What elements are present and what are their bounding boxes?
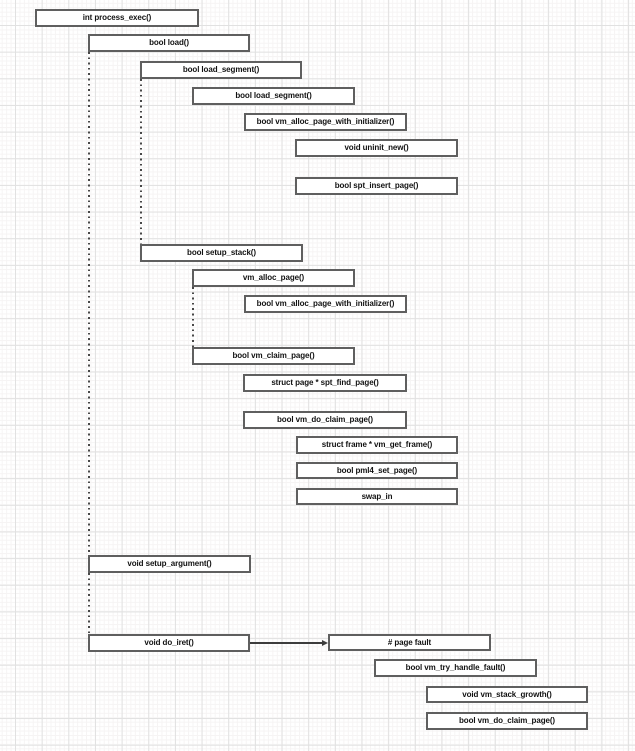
diagram-node-label: bool setup_stack()	[187, 248, 256, 257]
diagram-node-label: # page fault	[387, 637, 432, 647]
diagram-node-vm-alloc-page-with-initializer-1[interactable]: bool vm_alloc_page_with_initializer()	[244, 113, 407, 131]
diagram-node-label: void vm_stack_growth()	[462, 689, 552, 699]
diagram-node-label: struct page * spt_find_page()	[271, 378, 379, 387]
diagram-node-page-fault[interactable]: # page fault	[328, 634, 491, 651]
diagram-node-load-segment-2[interactable]: bool load_segment()	[192, 87, 355, 105]
diagram-node-vm-alloc-page-with-initializer-2[interactable]: bool vm_alloc_page_with_initializer()	[244, 295, 407, 313]
diagram-node-label: bool vm_alloc_page_with_initializer()	[256, 299, 395, 308]
dotted-connector[interactable]	[192, 287, 194, 347]
dotted-connector[interactable]	[88, 573, 90, 634]
diagram-node-label: struct frame * vm_get_frame()	[321, 440, 433, 449]
diagram-node-swap-in[interactable]: swap_in	[296, 488, 458, 505]
diagram-node-pml4-set-page[interactable]: bool pml4_set_page()	[296, 462, 458, 479]
diagram-node-label: bool spt_insert_page()	[334, 181, 419, 190]
diagram-node-label: bool vm_try_handle_fault()	[405, 663, 506, 672]
diagram-node-label: bool vm_alloc_page_with_initializer()	[256, 117, 395, 126]
diagram-node-uninit-new[interactable]: void uninit_new()	[295, 139, 458, 157]
diagram-node-vm-try-handle-fault[interactable]: bool vm_try_handle_fault()	[374, 659, 537, 677]
dotted-connector[interactable]	[140, 79, 142, 244]
diagram-node-label: bool pml4_set_page()	[336, 465, 418, 475]
diagram-node-label: vm_alloc_page()	[242, 273, 305, 282]
diagram-node-setup-argument[interactable]: void setup_argument()	[88, 555, 251, 573]
arrow-head-icon	[321, 639, 328, 646]
diagram-node-vm-do-claim-page-1[interactable]: bool vm_do_claim_page()	[243, 411, 407, 429]
diagram-node-load[interactable]: bool load()	[88, 34, 250, 52]
diagram-node-label: bool load()	[149, 38, 189, 47]
diagram-node-vm-claim-page[interactable]: bool vm_claim_page()	[192, 347, 355, 365]
diagram-node-label: void uninit_new()	[344, 143, 409, 152]
diagram-node-load-segment-1[interactable]: bool load_segment()	[140, 61, 302, 79]
diagram-node-setup-stack[interactable]: bool setup_stack()	[140, 244, 303, 262]
diagram-node-vm-stack-growth[interactable]: void vm_stack_growth()	[426, 686, 588, 703]
diagram-node-spt-find-page[interactable]: struct page * spt_find_page()	[243, 374, 407, 392]
diagram-node-label: swap_in	[361, 491, 393, 501]
diagram-node-process-exec[interactable]: int process_exec()	[35, 9, 199, 27]
diagram-node-vm-alloc-page[interactable]: vm_alloc_page()	[192, 269, 355, 287]
diagram-node-label: bool load_segment()	[182, 65, 260, 74]
diagram-node-label: bool load_segment()	[235, 91, 312, 100]
diagram-node-spt-insert-page[interactable]: bool spt_insert_page()	[295, 177, 458, 195]
diagram-node-do-iret[interactable]: void do_iret()	[88, 634, 250, 652]
diagram-node-vm-do-claim-page-2[interactable]: bool vm_do_claim_page()	[426, 712, 588, 730]
diagram-node-label: bool vm_do_claim_page()	[277, 415, 373, 424]
diagram-node-label: void setup_argument()	[127, 559, 212, 568]
arrow-connector-line[interactable]	[250, 642, 323, 644]
diagram-node-label: int process_exec()	[82, 13, 152, 22]
diagram-node-label: bool vm_claim_page()	[232, 351, 315, 360]
diagram-node-vm-get-frame[interactable]: struct frame * vm_get_frame()	[296, 436, 458, 454]
diagram-node-label: bool vm_do_claim_page()	[459, 716, 555, 725]
dotted-connector[interactable]	[88, 52, 90, 555]
diagram-node-label: void do_iret()	[144, 638, 194, 647]
